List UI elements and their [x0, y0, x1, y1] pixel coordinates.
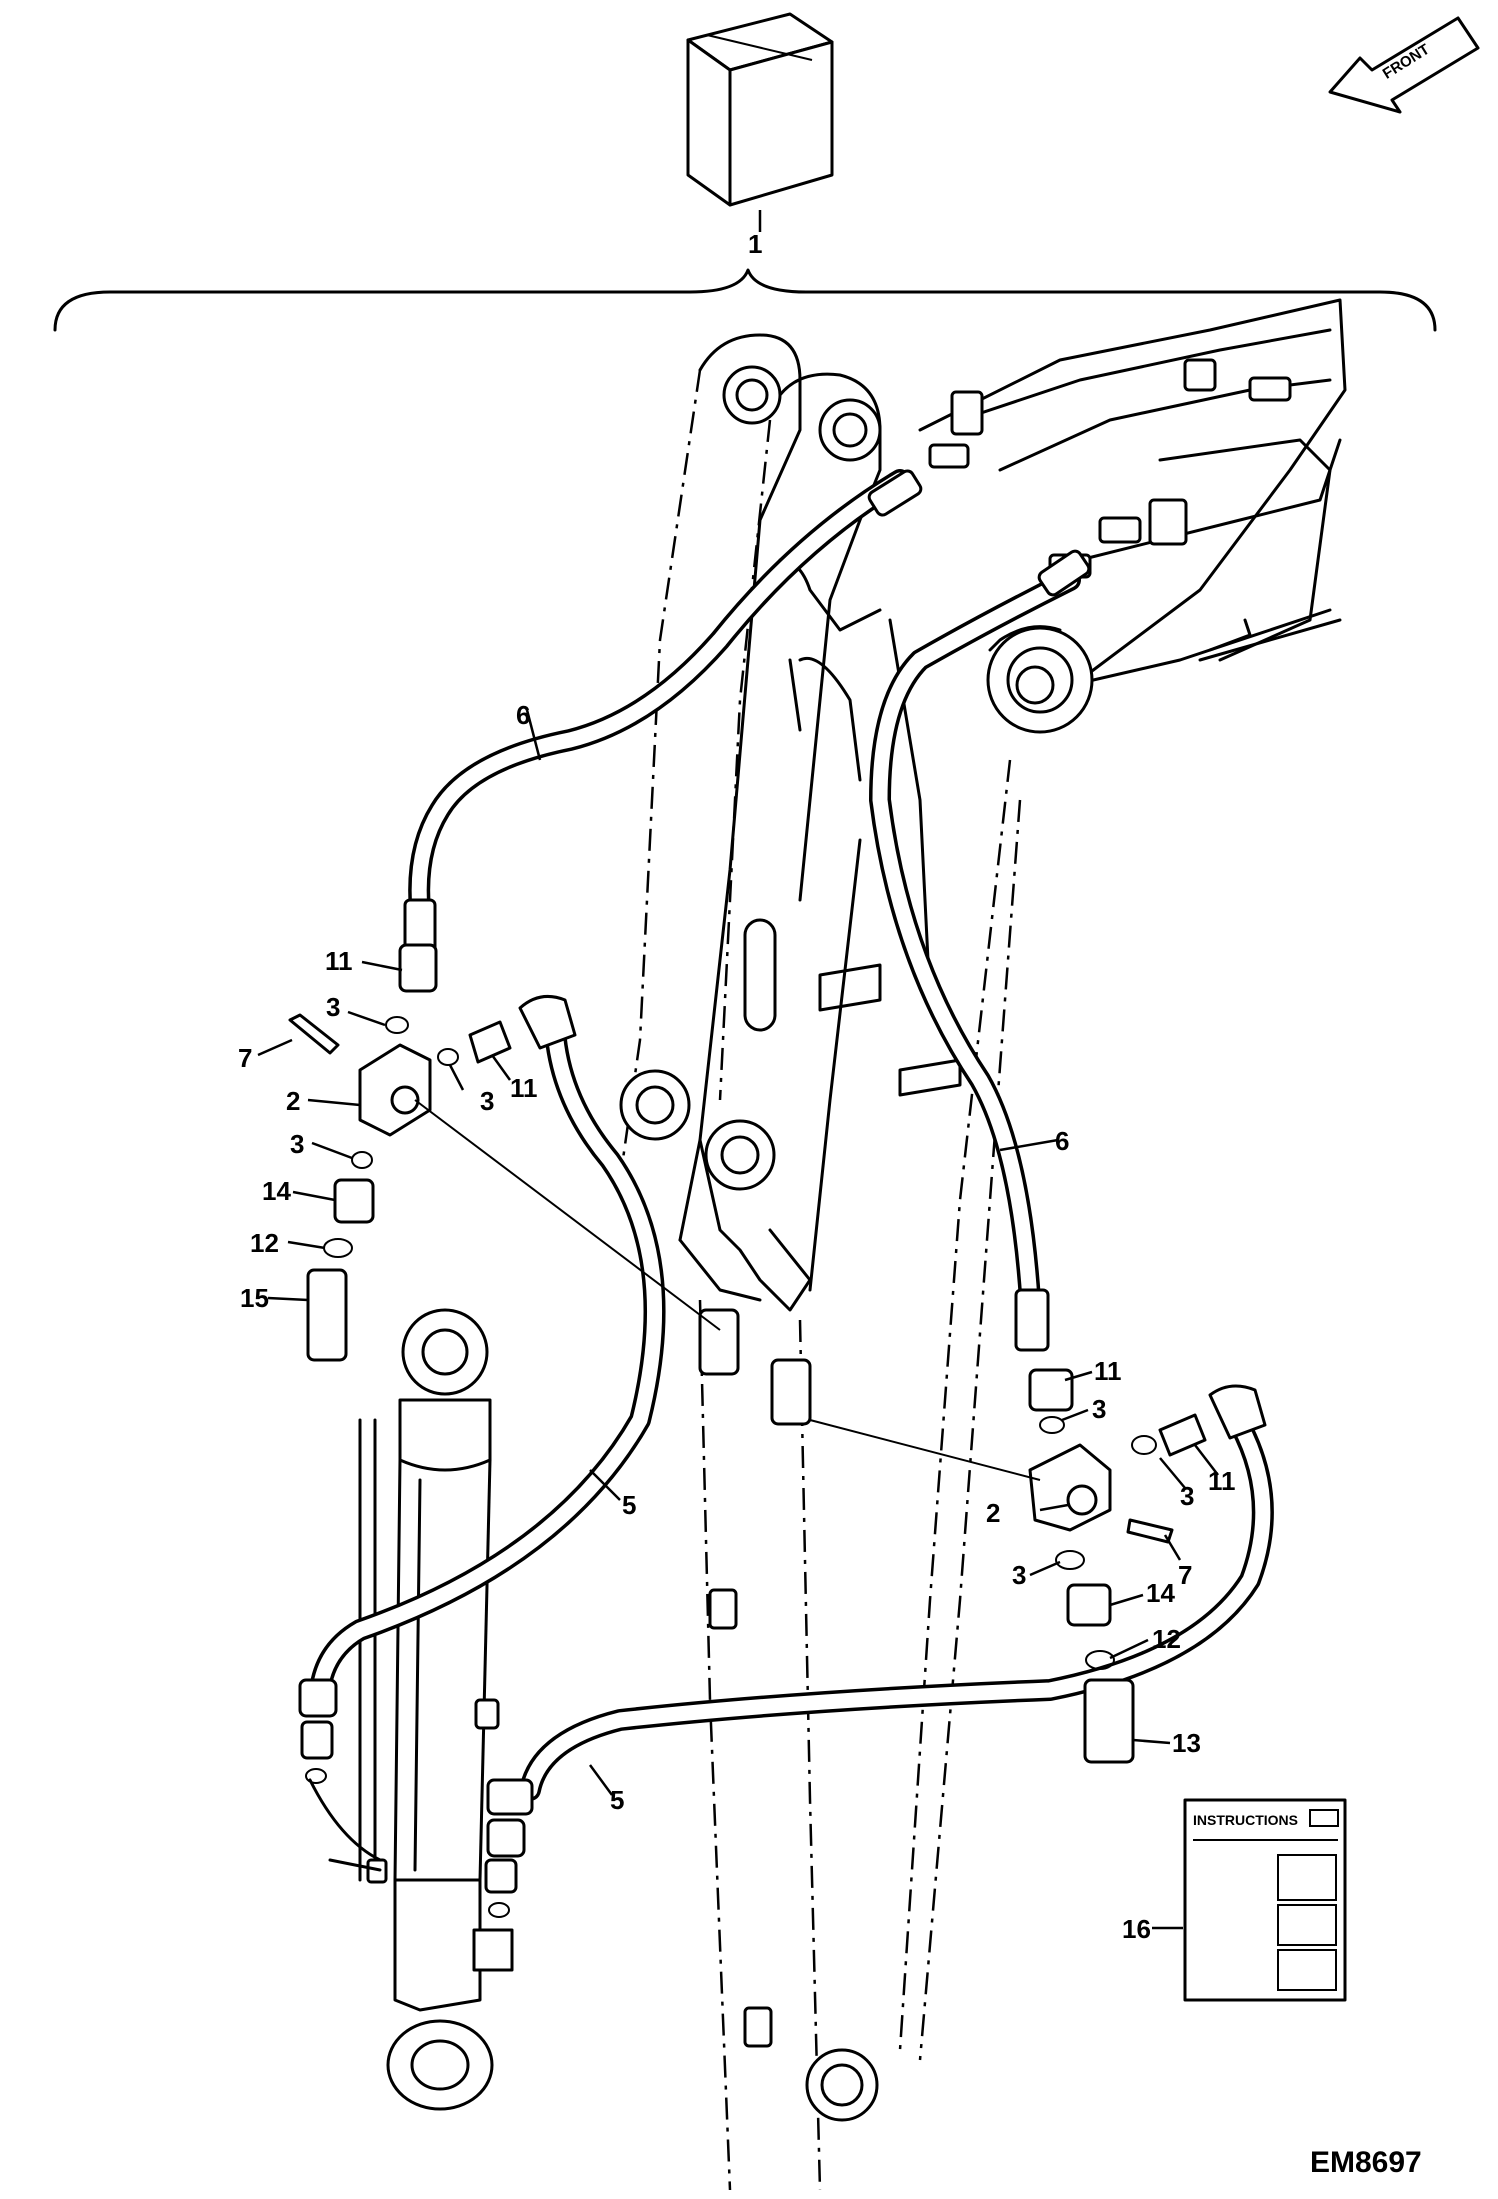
callout-6: 6: [1055, 1126, 1069, 1156]
callout-6: 6: [516, 700, 530, 730]
callout-15: 15: [240, 1283, 269, 1313]
hose-6-right: [869, 549, 1091, 1352]
callout-16: 16: [1122, 1914, 1151, 1944]
figure-id: EM8697: [1310, 2146, 1422, 2179]
hose-5-right: [472, 1384, 1274, 1972]
callout-3: 3: [480, 1086, 494, 1116]
callout-5: 5: [610, 1785, 624, 1815]
hydraulic-cylinder: [308, 1308, 500, 2111]
callout-3: 3: [1092, 1394, 1106, 1424]
callout-14: 14: [262, 1176, 291, 1206]
kit-box-icon: [686, 12, 834, 207]
hose-5-left: [298, 994, 666, 1784]
callout-labels: 11 3 7 2 3 11 3 14 12 15 6 6 5 5 11 3 3 …: [238, 700, 1236, 1944]
callout-5: 5: [622, 1490, 636, 1520]
callout-3: 3: [290, 1129, 304, 1159]
valve-block-left: [288, 943, 512, 1362]
callout-11: 11: [325, 946, 353, 976]
bracket-line-left: [414, 1099, 721, 1331]
callout-3: 3: [326, 992, 340, 1022]
leader-lines: [257, 709, 1219, 1930]
callout-12: 12: [1152, 1624, 1181, 1654]
callout-11: 11: [1208, 1466, 1236, 1496]
callout-3: 3: [1012, 1560, 1026, 1590]
callout-7: 7: [238, 1043, 252, 1073]
callout-11: 11: [1094, 1356, 1122, 1386]
instructions-title: INSTRUCTIONS: [1193, 1812, 1298, 1828]
callout-2: 2: [986, 1498, 1000, 1528]
callout-11: 11: [510, 1073, 538, 1103]
callout-12: 12: [250, 1228, 279, 1258]
callout-3: 3: [1180, 1481, 1194, 1511]
bracket-line-right: [809, 1419, 1041, 1481]
callout-14: 14: [1146, 1578, 1175, 1608]
boom-structure: [918, 298, 1347, 692]
callout-7: 7: [1178, 1560, 1192, 1590]
callout-kit: 1: [748, 229, 762, 259]
callout-13: 13: [1172, 1728, 1201, 1758]
instructions-sheet: INSTRUCTIONS: [1183, 1798, 1347, 2002]
kit-brace: [53, 268, 1437, 332]
hose-6-left: [403, 469, 923, 960]
callout-2: 2: [286, 1086, 300, 1116]
front-arrow-icon: FRONT: [1328, 16, 1480, 114]
arm-structure: [618, 333, 1094, 2191]
